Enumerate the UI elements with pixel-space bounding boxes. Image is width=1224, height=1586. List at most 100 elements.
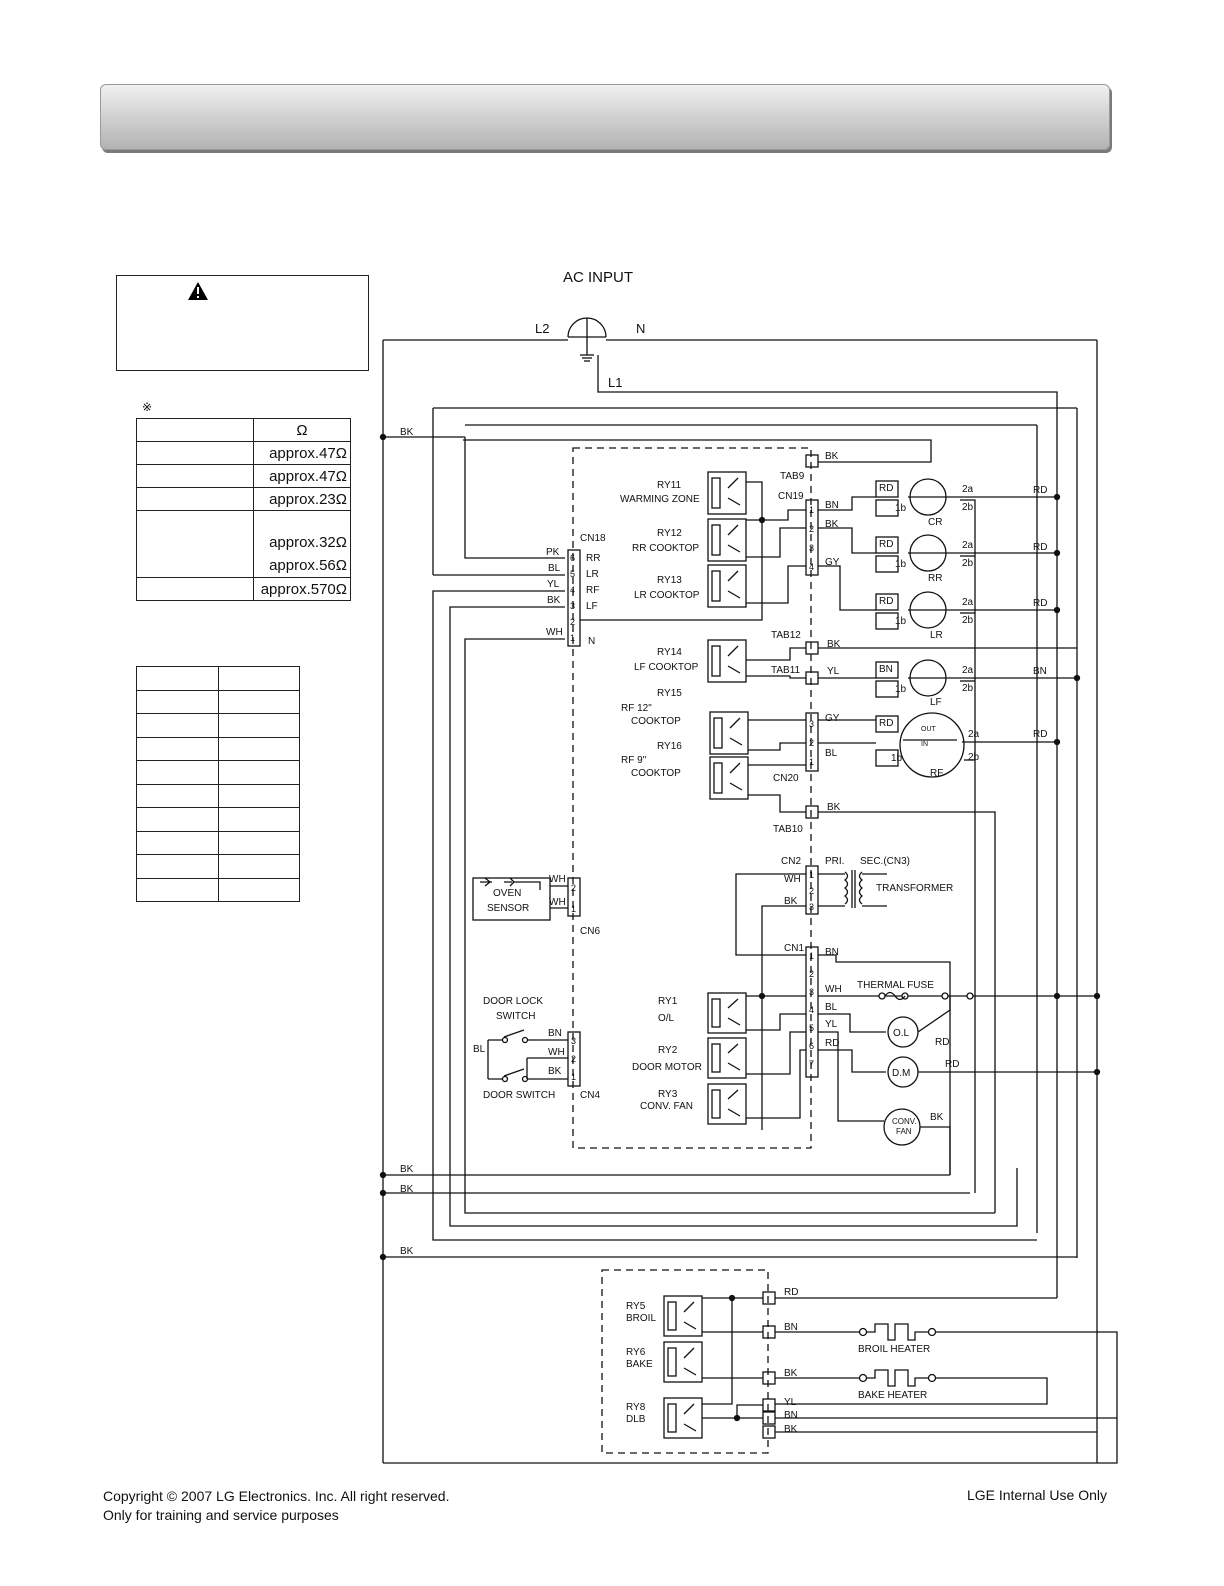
- cn2-connector: [805, 865, 819, 915]
- relay-ry6: [663, 1341, 703, 1383]
- wire-color-label: RD: [879, 596, 893, 607]
- wire-color-label: WH: [784, 874, 801, 885]
- svg-text:3: 3: [809, 987, 814, 997]
- burner-switch-lf: [875, 659, 947, 698]
- terminal-label: 2a: [962, 540, 974, 551]
- burner-label-lf: LF: [930, 697, 942, 708]
- conv-fan-label: FAN: [896, 1127, 912, 1136]
- relay-ry1: [707, 992, 747, 1034]
- svg-text:1: 1: [571, 1072, 576, 1082]
- cn4-connector: [567, 1031, 581, 1087]
- wire-color-label: BK: [400, 1164, 414, 1175]
- ry2-label: RY2: [658, 1045, 678, 1056]
- training-text: Only for training and service purposes: [103, 1507, 339, 1523]
- wire-color-label: BK: [547, 595, 561, 606]
- ry16-desc: COOKTOP: [631, 768, 681, 779]
- copyright-text: Copyright © 2007 LG Electronics. Inc. Al…: [103, 1488, 450, 1504]
- wire-color-label: BK: [784, 896, 798, 907]
- rf-in-label: IN: [921, 741, 928, 748]
- svg-text:5: 5: [809, 1023, 814, 1033]
- wire-color-label: RD: [879, 718, 893, 729]
- note-mark: ※: [142, 400, 153, 414]
- wire-color-label: YL: [827, 666, 840, 677]
- svg-text:6: 6: [809, 1041, 814, 1051]
- terminal-label: 1b: [895, 684, 907, 695]
- wire-color-label: BL: [473, 1044, 486, 1055]
- wire-color-label: BN: [825, 500, 839, 511]
- cn2-label: CN2: [781, 856, 801, 867]
- conv-fan-label: CONV.: [892, 1117, 917, 1126]
- door-switch-label: DOOR SWITCH: [483, 1090, 555, 1101]
- terminal-label: 1b: [895, 559, 907, 570]
- wire-color-label: BK: [930, 1112, 944, 1123]
- resistance-value: approx.47Ω: [253, 441, 351, 465]
- wire-color-label: BN: [1033, 666, 1047, 677]
- relay-ry5: [663, 1295, 703, 1337]
- relay-ry8: [663, 1397, 703, 1439]
- thermal-fuse-label: THERMAL FUSE: [857, 980, 934, 991]
- ry16-desc: RF 9": [621, 755, 647, 766]
- resistance-value-pair: approx.32Ω approx.56Ω: [253, 510, 351, 578]
- svg-text:3: 3: [570, 601, 575, 611]
- relay-ry15: [709, 711, 749, 755]
- cn1-connector: [805, 946, 819, 1078]
- wire-color-label: WH: [549, 874, 566, 885]
- cn6-connector: [567, 877, 581, 917]
- svg-text:1: 1: [809, 870, 814, 880]
- terminal-label: 2b: [962, 558, 974, 569]
- resistance-value: approx.570Ω: [253, 577, 351, 601]
- thermal-fuse: [878, 991, 909, 1001]
- ry1-desc: O/L: [658, 1013, 675, 1024]
- broil-bn-terminal: [762, 1325, 776, 1339]
- burner-switch-cr: [875, 478, 947, 517]
- oven-sensor: [472, 877, 551, 921]
- wire-color-label: BK: [784, 1368, 798, 1379]
- svg-text:2: 2: [570, 617, 575, 627]
- wire-color-label: GY: [825, 713, 840, 724]
- ry8-label: RY8: [626, 1402, 646, 1413]
- ry15-label: RY15: [657, 688, 682, 699]
- wire-color-label: BK: [400, 427, 414, 438]
- broil-heater: [858, 1323, 937, 1341]
- rf-out-label: OUT: [921, 726, 937, 733]
- tab12-connector: [805, 641, 819, 655]
- blank-reference-table: [136, 666, 300, 902]
- l1-label: L1: [608, 375, 622, 390]
- terminal-label: 2b: [962, 502, 974, 513]
- resistance-unit-header: Ω: [253, 418, 351, 442]
- terminal-label: 1b: [895, 616, 907, 627]
- n-label: N: [636, 321, 645, 336]
- resistance-value: approx.32Ω: [269, 534, 347, 551]
- ry12-label: RY12: [657, 528, 682, 539]
- control-board-outline: [572, 447, 812, 1149]
- dm-label: D.M: [892, 1068, 910, 1079]
- broil-rd-terminal: [762, 1291, 776, 1305]
- svg-text:3: 3: [809, 719, 814, 729]
- ry6-label: RY6: [626, 1347, 646, 1358]
- ry12-desc: RR COOKTOP: [632, 543, 699, 554]
- cn20-connector: [805, 712, 819, 772]
- svg-text:2: 2: [809, 738, 814, 748]
- wire-color-label: WH: [546, 627, 563, 638]
- terminal-label: 2b: [962, 683, 974, 694]
- svg-text:4: 4: [570, 585, 575, 595]
- svg-text:3: 3: [571, 1036, 576, 1046]
- svg-text:4: 4: [809, 1005, 814, 1015]
- wire-color-label: BN: [548, 1028, 562, 1039]
- wire-color-label: RD: [879, 539, 893, 550]
- cn18-pin-label: LF: [586, 601, 598, 612]
- terminal-label: 2a: [962, 484, 974, 495]
- svg-text:2: 2: [809, 524, 814, 534]
- wire-color-label: GY: [825, 557, 840, 568]
- relay-ry2: [707, 1037, 747, 1079]
- cn18-pin-label: N: [588, 636, 595, 647]
- wire-color-label: RD: [1033, 542, 1047, 553]
- svg-text:1: 1: [809, 951, 814, 961]
- ry13-desc: LR COOKTOP: [634, 590, 700, 601]
- burner-label-lr: LR: [930, 630, 943, 641]
- cn18-pin-label: RR: [586, 553, 600, 564]
- relay-ry12: [707, 518, 747, 562]
- cn20-label: CN20: [773, 773, 799, 784]
- svg-text:6: 6: [570, 553, 575, 563]
- tab11-connector: [805, 671, 819, 685]
